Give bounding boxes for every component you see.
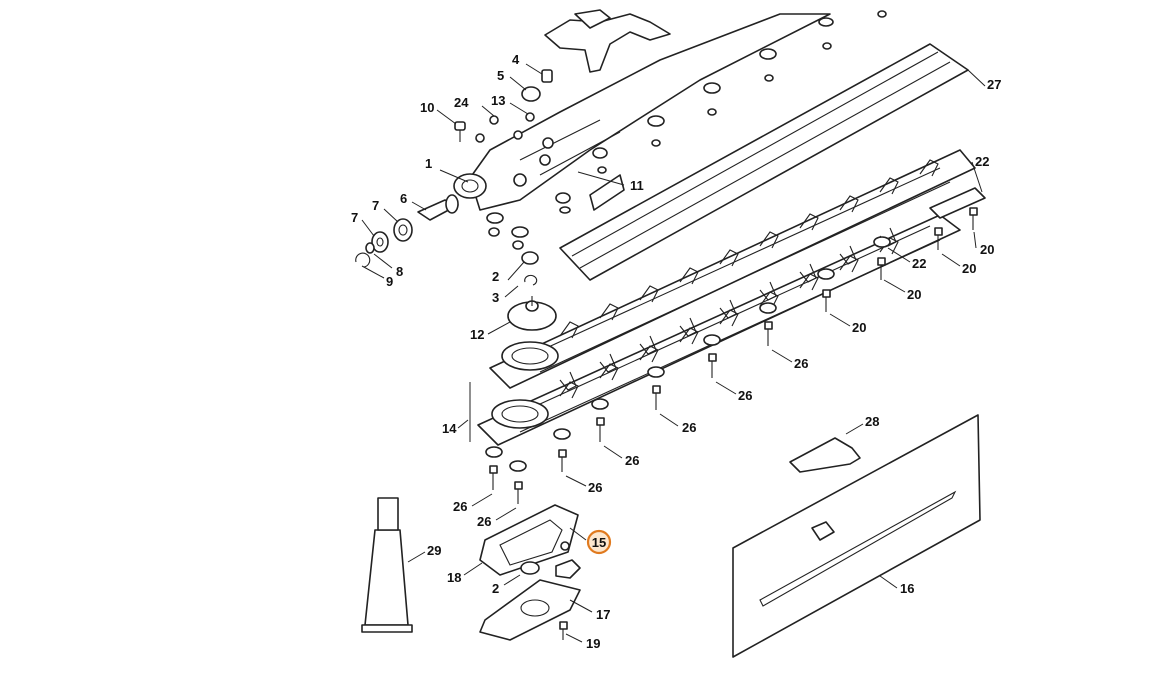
callout-22-a[interactable]: 22 — [975, 154, 989, 169]
callout-4[interactable]: 4 — [512, 52, 520, 67]
callout-11[interactable]: 11 — [630, 178, 644, 193]
callout-1[interactable]: 1 — [425, 156, 432, 171]
gear-housing-arm — [453, 13, 831, 211]
callout-15-highlight[interactable]: 15 — [586, 529, 612, 555]
callout-28[interactable]: 28 — [865, 414, 879, 429]
callout-22-b[interactable]: 22 — [912, 256, 926, 271]
blade-scabbard-part-28 — [789, 437, 861, 473]
callout-2-upper[interactable]: 2 — [492, 269, 499, 284]
callout-26-f[interactable]: 26 — [453, 499, 467, 514]
blade-bolts — [485, 207, 978, 504]
callout-29[interactable]: 29 — [427, 543, 441, 558]
callout-24[interactable]: 24 — [454, 95, 469, 110]
callout-7-lower[interactable]: 7 — [351, 210, 358, 225]
gasket-part-15 — [479, 504, 579, 576]
callout-7-upper[interactable]: 7 — [372, 198, 379, 213]
callout-9[interactable]: 9 — [386, 274, 393, 289]
upper-fork-part — [544, 9, 671, 73]
callout-26-d[interactable]: 26 — [625, 453, 639, 468]
callout-27[interactable]: 27 — [987, 77, 1001, 92]
callout-labels: 1 2 2 3 4 5 6 7 7 8 9 10 11 12 13 14 15 … — [351, 52, 1001, 651]
callout-8[interactable]: 8 — [396, 264, 403, 279]
callout-26-c[interactable]: 26 — [682, 420, 696, 435]
leader-lines — [361, 63, 986, 643]
grease-tube — [361, 497, 413, 633]
callout-13[interactable]: 13 — [491, 93, 505, 108]
callout-12[interactable]: 12 — [470, 327, 484, 342]
callout-26-b[interactable]: 26 — [738, 388, 752, 403]
callout-20-a[interactable]: 20 — [980, 242, 994, 257]
small-parts-bottom — [520, 541, 581, 640]
callout-2-lower[interactable]: 2 — [492, 581, 499, 596]
cutting-blades — [477, 149, 986, 446]
callout-20-d[interactable]: 20 — [852, 320, 866, 335]
callout-26-g[interactable]: 26 — [477, 514, 491, 529]
callout-18[interactable]: 18 — [447, 570, 461, 585]
callout-10[interactable]: 10 — [420, 100, 434, 115]
blade-protector-box — [732, 414, 981, 658]
callout-26-e[interactable]: 26 — [588, 480, 602, 495]
gear-cover-part-17 — [479, 579, 581, 641]
callout-6[interactable]: 6 — [400, 191, 407, 206]
callout-26-a[interactable]: 26 — [794, 356, 808, 371]
callout-15[interactable]: 15 — [592, 535, 606, 550]
callout-20-c[interactable]: 20 — [907, 287, 921, 302]
callout-19[interactable]: 19 — [586, 636, 600, 651]
callout-3[interactable]: 3 — [492, 290, 499, 305]
callout-16[interactable]: 16 — [900, 581, 914, 596]
callout-17[interactable]: 17 — [596, 607, 610, 622]
callout-5[interactable]: 5 — [497, 68, 504, 83]
callout-14[interactable]: 14 — [442, 421, 457, 436]
callout-20-b[interactable]: 20 — [962, 261, 976, 276]
hardware-parts — [355, 10, 887, 331]
